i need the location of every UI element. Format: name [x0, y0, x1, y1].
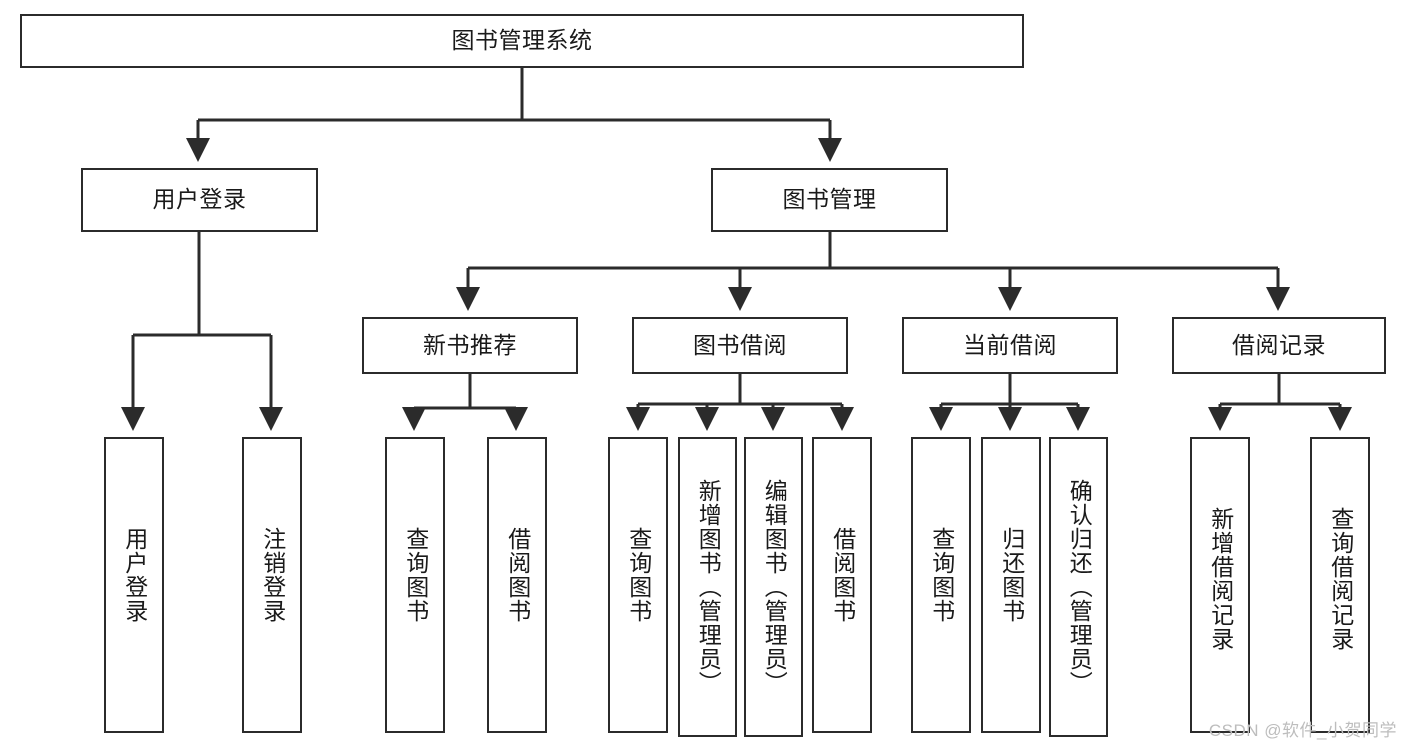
node-label: 图书管理: [782, 186, 877, 213]
leaf-query-borrow-record[interactable]: 查询借阅记录: [1310, 437, 1370, 733]
node-label: 用户登录: [152, 186, 247, 213]
node-label: 编辑图书（管理员）: [761, 479, 788, 695]
node-label: 查询借阅记录: [1327, 507, 1354, 651]
node-root-system[interactable]: 图书管理系统: [20, 14, 1024, 68]
node-label: 借阅图书: [829, 527, 856, 623]
node-book-management[interactable]: 图书管理: [711, 168, 948, 232]
node-label: 新书推荐: [423, 331, 517, 358]
node-label: 新增图书（管理员）: [695, 479, 722, 695]
node-label: 归还图书: [998, 527, 1025, 623]
node-label: 注销登录: [259, 527, 286, 623]
leaf-user-login[interactable]: 用户登录: [104, 437, 164, 733]
node-label: 新增借阅记录: [1207, 507, 1234, 651]
leaf-query-book-recommend[interactable]: 查询图书: [385, 437, 445, 733]
node-label: 查询图书: [402, 527, 429, 623]
leaf-confirm-return-admin[interactable]: 确认归还（管理员）: [1049, 437, 1108, 737]
node-label: 用户登录: [121, 527, 148, 623]
node-label: 查询图书: [928, 527, 955, 623]
leaf-query-book-current[interactable]: 查询图书: [911, 437, 971, 733]
node-label: 图书管理系统: [451, 27, 593, 54]
leaf-edit-book-admin[interactable]: 编辑图书（管理员）: [744, 437, 803, 737]
leaf-add-book-admin[interactable]: 新增图书（管理员）: [678, 437, 737, 737]
node-new-book-recommend[interactable]: 新书推荐: [362, 317, 578, 374]
leaf-add-borrow-record[interactable]: 新增借阅记录: [1190, 437, 1250, 733]
node-label: 查询图书: [625, 527, 652, 623]
node-user-login[interactable]: 用户登录: [81, 168, 318, 232]
node-label: 借阅记录: [1232, 331, 1326, 358]
node-book-borrow[interactable]: 图书借阅: [632, 317, 848, 374]
node-borrow-record[interactable]: 借阅记录: [1172, 317, 1386, 374]
node-label: 图书借阅: [693, 331, 787, 358]
node-current-borrow[interactable]: 当前借阅: [902, 317, 1118, 374]
leaf-return-book[interactable]: 归还图书: [981, 437, 1041, 733]
node-label: 确认归还（管理员）: [1066, 479, 1093, 695]
node-label: 当前借阅: [963, 331, 1057, 358]
node-label: 借阅图书: [504, 527, 531, 623]
leaf-query-book-borrow[interactable]: 查询图书: [608, 437, 668, 733]
leaf-borrow-book-recommend[interactable]: 借阅图书: [487, 437, 547, 733]
leaf-borrow-book[interactable]: 借阅图书: [812, 437, 872, 733]
leaf-logout[interactable]: 注销登录: [242, 437, 302, 733]
